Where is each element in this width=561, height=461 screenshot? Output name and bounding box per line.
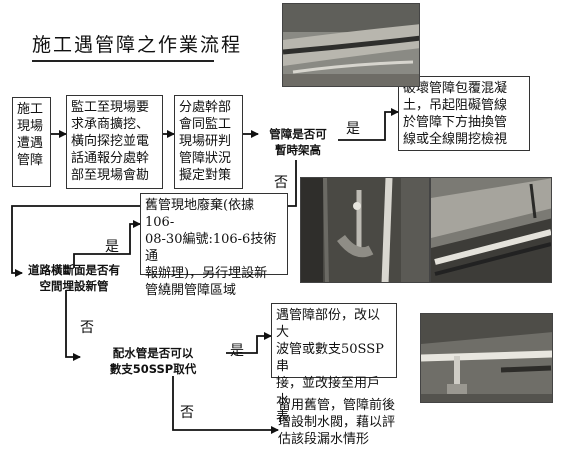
label-d2-no: 否	[80, 320, 94, 336]
photo-pipe-repair	[420, 313, 553, 403]
arrow-d3-yes	[226, 332, 272, 354]
decision-temporary-raise: 管障是否可 暫時架高	[269, 127, 327, 157]
label-d3-yes: 是	[230, 343, 244, 359]
step-supervise: 監工至現場要 求承商擴挖、 橫向探挖並電 話通報分處幹 部至現場會勘	[66, 95, 163, 189]
label-d3-no: 否	[180, 405, 194, 421]
outcome-abandon-old-pipe: 舊管現地廢棄(依據106- 08-30編號:106-6技術通 報辦理)，另行埋設…	[140, 193, 288, 298]
decision-replace-50ssp: 配水管是否可以 數支50SSP取代	[109, 346, 197, 376]
label-d2-yes: 是	[105, 239, 119, 255]
decision-road-space: 道路橫斷面是否有 空間埋設新管	[28, 263, 120, 293]
photo-encased-pipe	[282, 3, 420, 87]
arrow-d3-no	[172, 376, 279, 434]
step-branch-meeting: 分處幹部 會同監工 現場研判 管障狀況 擬定對策	[174, 95, 243, 189]
arrow-d1-yes	[338, 108, 399, 141]
page-title: 施工遇管障之作業流程	[32, 34, 243, 56]
arrow-d2-yes	[73, 220, 141, 268]
outcome-encase-concrete: 破壞管障包覆混凝 土，吊起阻礙管線 於管障下方抽換管 線或全線開挖檢視	[398, 76, 530, 151]
outcome-keep-old-pipe: 留用舊管，管障前後 增設制水閥，藉以評 估該段漏水情形	[278, 398, 396, 447]
step-start: 施工 現場 遭遇 管障	[12, 97, 51, 187]
outcome-replace-pipe: 遇管障部份，改以大 波管或數支50SSP串 接，並改接至用戶水 表	[271, 303, 397, 425]
label-d1-yes: 是	[346, 121, 360, 137]
title-underline	[32, 60, 214, 62]
photo-trench	[430, 177, 552, 283]
label-d1-no: 否	[274, 175, 288, 191]
arrow-d2-no	[65, 290, 81, 361]
arrow-d1-no	[11, 160, 297, 277]
photo-excavated-pipes	[300, 177, 430, 283]
